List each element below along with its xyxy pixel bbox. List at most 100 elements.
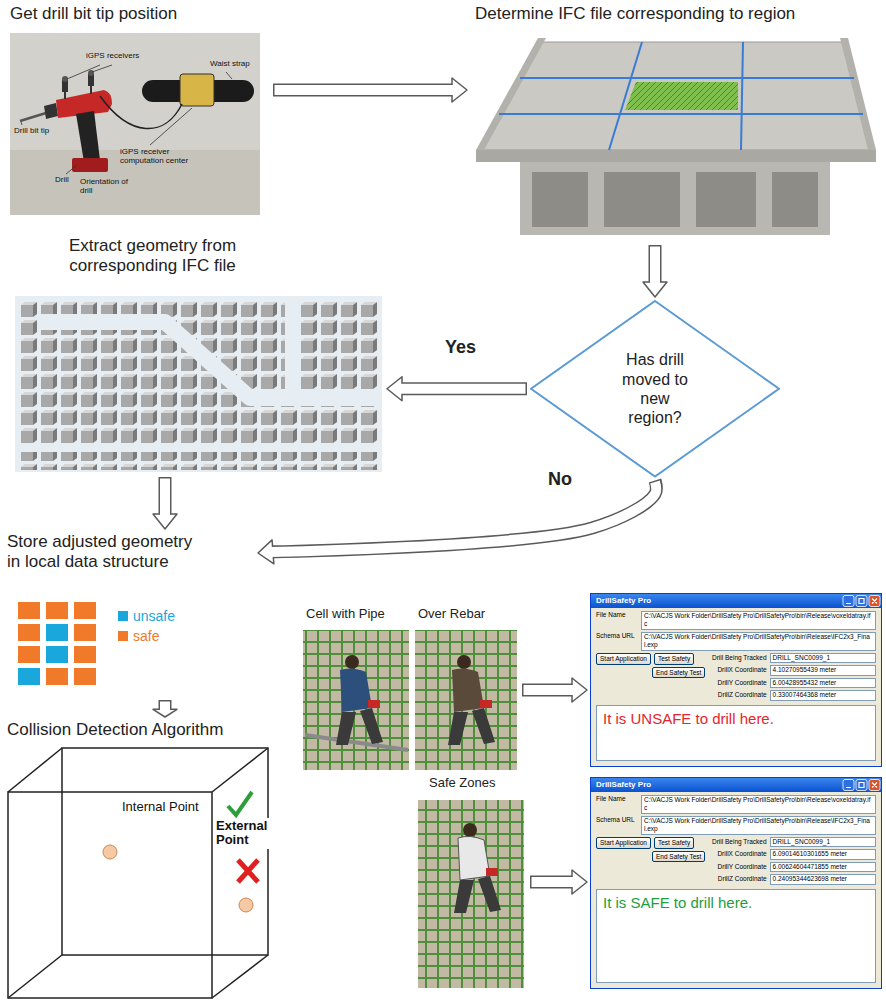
collision-cube-part bbox=[228, 792, 252, 815]
voxel-geometry-part bbox=[285, 300, 299, 390]
ui-button: Test Safety bbox=[654, 653, 694, 665]
arrow-head bbox=[643, 282, 667, 297]
diamond-outline bbox=[530, 300, 780, 478]
cell-grid bbox=[18, 602, 96, 685]
site-photos-part bbox=[463, 823, 477, 837]
ui-button: End Safety Test bbox=[652, 667, 705, 679]
flow-arrow bbox=[153, 700, 177, 717]
drill-photo-part bbox=[20, 113, 46, 121]
flow-arrow bbox=[258, 481, 656, 564]
collision-cube-part bbox=[8, 792, 212, 998]
collision-cube bbox=[8, 748, 268, 998]
ui-label: DrillX Coordinate bbox=[712, 666, 767, 674]
process-step: Determine IFC file corresponding to regi… bbox=[470, 4, 875, 242]
collision-cube-part bbox=[8, 748, 62, 792]
cell-grid-part bbox=[74, 602, 96, 619]
bridge-model bbox=[476, 38, 876, 235]
legend-text: safe bbox=[133, 626, 159, 646]
step-heading: Collision Detection Algorithm bbox=[7, 720, 223, 740]
drill-photo-part bbox=[44, 103, 58, 119]
ui-field: DRILL_SNC0099_1 bbox=[770, 653, 876, 663]
legend-swatch bbox=[118, 611, 128, 621]
cell-grid-part bbox=[18, 624, 40, 641]
ui-button: Start Application bbox=[596, 837, 651, 849]
site-photos-part bbox=[452, 668, 484, 712]
drill-photo-part bbox=[226, 72, 232, 79]
window-buttons bbox=[843, 596, 880, 791]
process-step: Store adjusted geometry in local data st… bbox=[5, 532, 255, 697]
drill-photo-part bbox=[21, 65, 232, 174]
drill-photo-part bbox=[150, 108, 192, 145]
voxel-geometry-part bbox=[40, 322, 378, 398]
legend-swatch bbox=[118, 631, 128, 641]
step-heading: Safe Zones bbox=[429, 775, 496, 791]
process-step: Collision Detection Algorithm bbox=[5, 720, 277, 1002]
cell-grid-part bbox=[46, 602, 68, 619]
window-buttons-part bbox=[846, 783, 877, 788]
flow-arrow bbox=[643, 245, 667, 297]
drill-photo-part bbox=[92, 65, 112, 72]
ui-label: DrillX Coordinate bbox=[712, 850, 767, 858]
site-photos-part bbox=[418, 800, 524, 988]
bridge-model-part bbox=[499, 113, 863, 115]
step-heading: Over Rebar bbox=[418, 606, 485, 622]
flow-arrow bbox=[387, 377, 527, 401]
arrow-shaft bbox=[160, 702, 170, 712]
point-label: Internal Point bbox=[122, 800, 199, 814]
ui-label: File Name bbox=[596, 611, 638, 619]
window-title: DrillSafety Pro bbox=[596, 778, 881, 792]
site-photos-part bbox=[368, 700, 380, 708]
site-photos-part bbox=[454, 823, 501, 913]
collision-cube-part bbox=[8, 955, 62, 998]
photo-callout: Drill bit tip bbox=[14, 127, 49, 136]
window-body: File NameC:\VACJS Work Folder\DrillSafet… bbox=[591, 792, 881, 886]
drill-photo-part bbox=[76, 111, 100, 162]
bridge-model-part bbox=[478, 42, 872, 150]
cell-grid-part bbox=[74, 646, 96, 663]
ui-field: 0.33007464368 meter bbox=[770, 690, 876, 700]
ui-label: File Name bbox=[596, 795, 638, 803]
window-title: DrillSafety Pro bbox=[596, 594, 881, 608]
cell-grid-part bbox=[46, 668, 68, 685]
window-title-bar: DrillSafety Pro bbox=[591, 778, 881, 792]
ui-label: Schema URL bbox=[596, 816, 638, 824]
collision-cube-part bbox=[239, 898, 253, 912]
arrow-head bbox=[387, 377, 402, 401]
voxel-geometry bbox=[15, 296, 382, 472]
collision-cube-part bbox=[8, 748, 268, 998]
collision-cube-part bbox=[238, 860, 258, 882]
bridge-model-part bbox=[499, 42, 863, 150]
site-photos-part bbox=[480, 700, 492, 708]
site-photos-part bbox=[345, 655, 359, 669]
window-body-part: Schema URLC:\VACJS Work Folder\DrillSafe… bbox=[596, 816, 876, 835]
window-body-part: End Safety Test bbox=[596, 667, 708, 679]
window-buttons-part bbox=[856, 780, 867, 791]
site-photos-part bbox=[454, 876, 501, 913]
arrow-head bbox=[572, 678, 587, 702]
step-heading: Determine IFC file corresponding to regi… bbox=[475, 4, 795, 24]
arrow-shaft bbox=[524, 685, 575, 695]
process-step: Safe Zones bbox=[415, 775, 527, 990]
window-body-part: Start ApplicationTest SafetyEnd Safety T… bbox=[596, 653, 708, 701]
bridge-model-part bbox=[625, 82, 738, 110]
site-photos-part bbox=[415, 630, 517, 770]
ui-label: DrillZ Coordinate bbox=[712, 875, 767, 883]
diamond-content: Has drill moved to new region? bbox=[530, 300, 780, 478]
arrow-shaft bbox=[400, 384, 526, 394]
ui-field: 0.24095344623698 meter bbox=[770, 874, 876, 884]
ui-label: DrillZ Coordinate bbox=[712, 691, 767, 699]
drill-photo-part bbox=[21, 122, 22, 125]
drill-photo-part bbox=[66, 165, 77, 174]
arrow-head bbox=[452, 78, 467, 102]
collision-cube-part bbox=[212, 748, 268, 792]
site-photos-part bbox=[303, 630, 409, 770]
window-buttons-part bbox=[869, 596, 880, 607]
arrow-shaft bbox=[271, 482, 656, 552]
arrow-shaft bbox=[160, 479, 170, 517]
window-body-part: Start ApplicationTest Safety bbox=[596, 653, 708, 665]
ui-label: DrillY Coordinate bbox=[712, 679, 767, 687]
edge-label: No bbox=[548, 470, 572, 490]
legend-text: unsafe bbox=[133, 606, 175, 626]
bridge-model-part bbox=[476, 38, 546, 150]
ui-label: DrillY Coordinate bbox=[712, 863, 767, 871]
